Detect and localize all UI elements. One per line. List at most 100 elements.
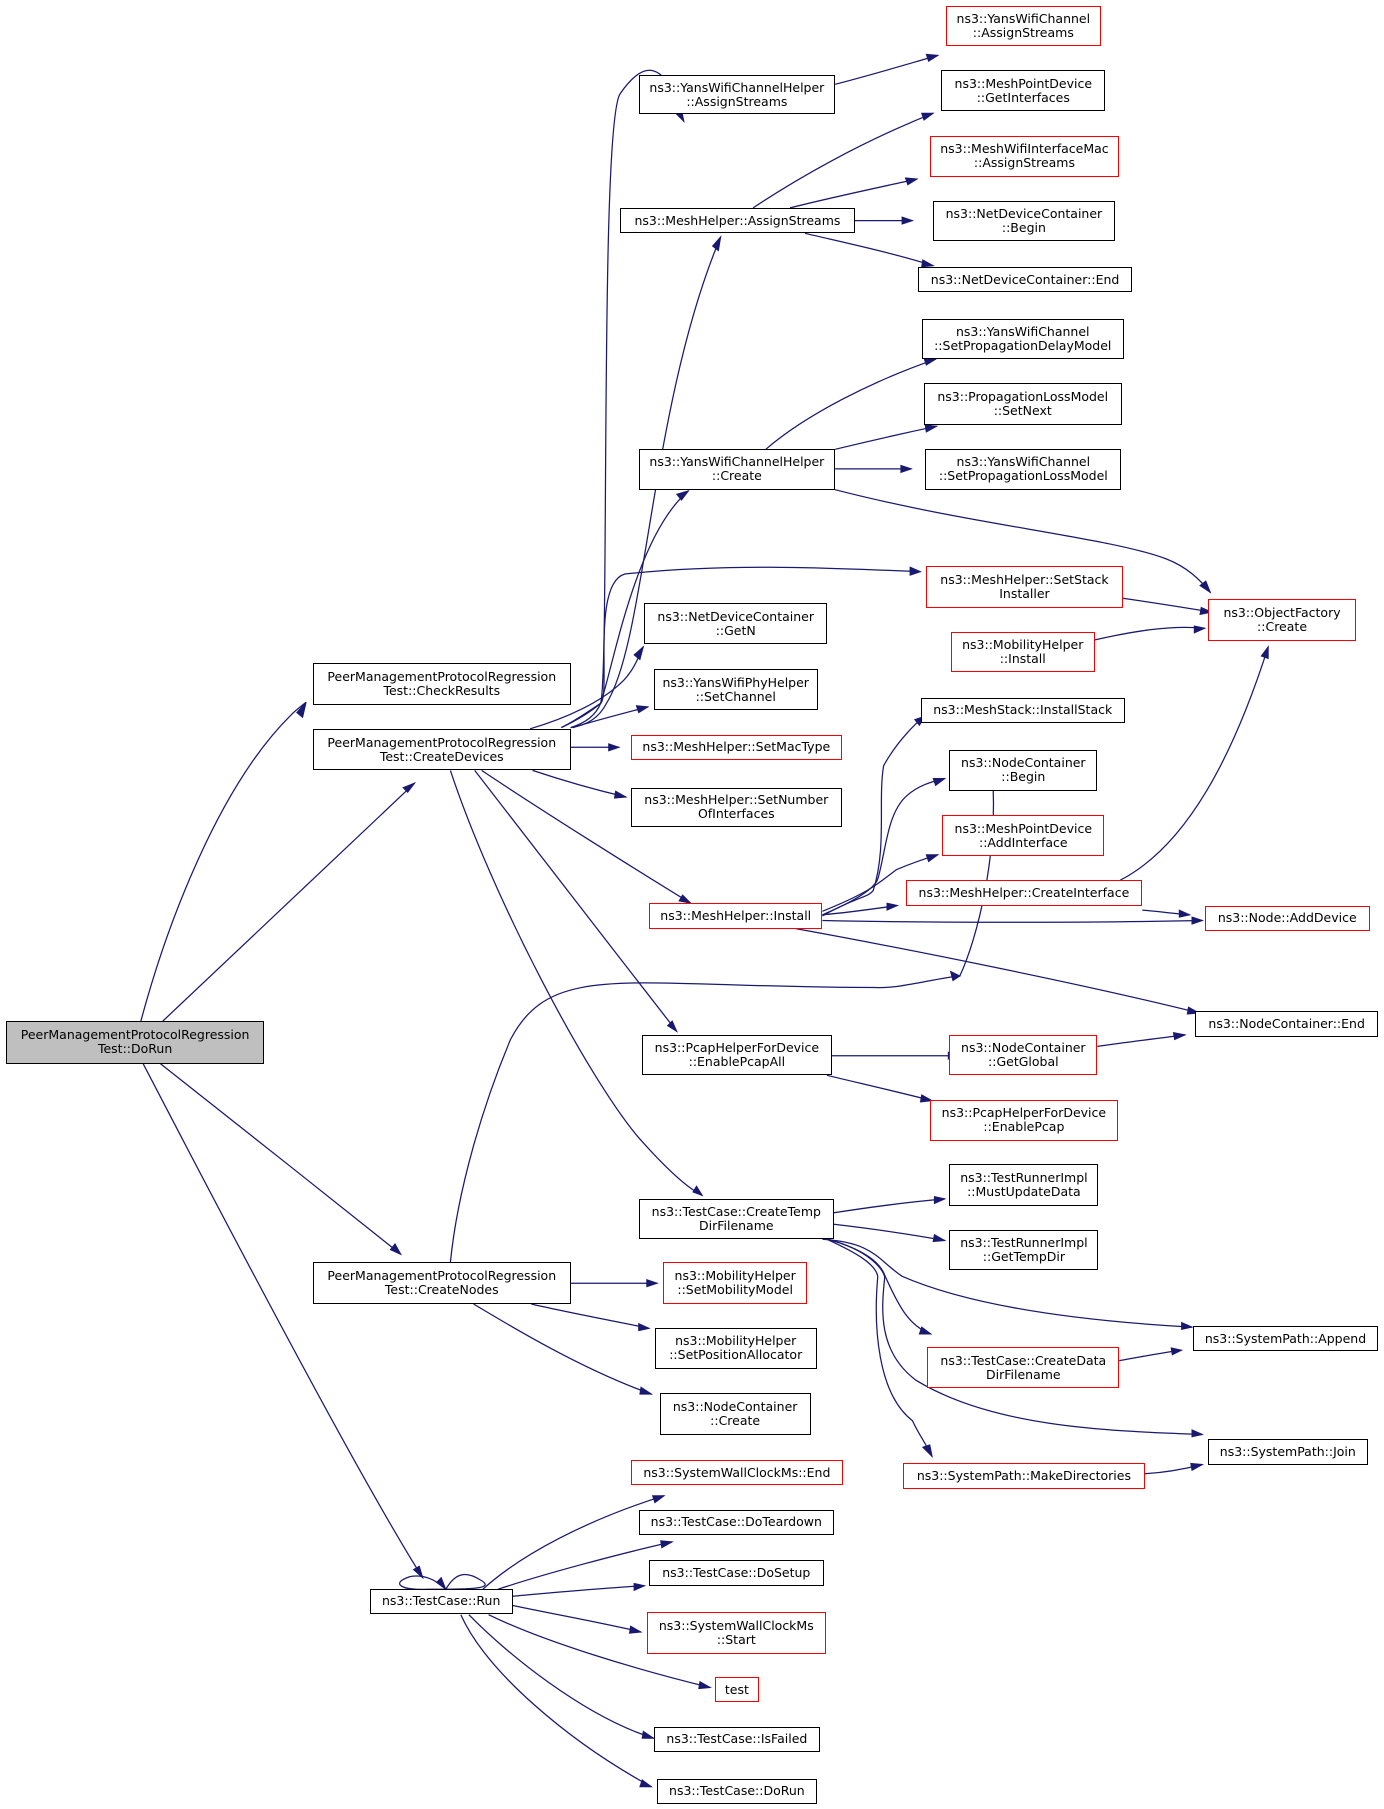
edge-arrowhead [435, 1576, 447, 1591]
node-node-adddevice[interactable]: ns3::Node::AddDevice [1204, 905, 1370, 931]
edge-arrowhead [1193, 625, 1207, 634]
node-mobilityhelper-setmobilitymodel[interactable]: ns3::MobilityHelper ::SetMobilityModel [662, 1262, 808, 1304]
node-peer-mgmt-test-createnodes[interactable]: PeerManagementProtocolRegression Test::C… [313, 1262, 571, 1304]
edge-arrowhead [1181, 1321, 1194, 1331]
node-nodecontainer-begin[interactable]: ns3::NodeContainer ::Begin [949, 749, 1098, 792]
node-systempath-append[interactable]: ns3::SystemPath::Append [1193, 1325, 1378, 1352]
edge-createNodes-to-setPosAlloc [531, 1303, 650, 1329]
edge-createTempDir-to-spAppend [822, 1238, 1193, 1328]
node-systempath-join[interactable]: ns3::SystemPath::Join [1208, 1439, 1368, 1465]
node-testcase-doteardown[interactable]: ns3::TestCase::DoTeardown [638, 1509, 834, 1535]
edge-arrowhead [1260, 645, 1269, 660]
edge-meshHelperAssign-to-mwimAssign [789, 178, 918, 209]
node-objectfactory-create[interactable]: ns3::ObjectFactory ::Create [1208, 599, 1356, 642]
edge-meshInstall-to-ncBegin [822, 777, 945, 916]
node-peer-mgmt-test-createdevices[interactable]: PeerManagementProtocolRegression Test::C… [313, 728, 571, 771]
node-systemwallclockms-start[interactable]: ns3::SystemWallClockMs ::Start [646, 1612, 826, 1654]
node-testcase-dosetup[interactable]: ns3::TestCase::DoSetup [649, 1560, 824, 1586]
node-yans-channel-assignstreams[interactable]: ns3::YansWifiChannel ::AssignStreams [945, 5, 1101, 47]
node-testcase-dorun[interactable]: ns3::TestCase::DoRun [657, 1778, 817, 1805]
edge-meshInstall-to-nodeAddDevice [822, 919, 1203, 923]
node-yans-phy-helper-setchannel[interactable]: ns3::YansWifiPhyHelper ::SetChannel [653, 668, 818, 711]
node-testcase-createtempdirfilename[interactable]: ns3::TestCase::CreateTemp DirFilename [638, 1198, 834, 1240]
edge-arrowhead [296, 701, 307, 719]
node-meshpointdevice-addinterface[interactable]: ns3::MeshPointDevice ::AddInterface [942, 815, 1105, 856]
edge-createDevices-to-meshHelperAssign [570, 236, 722, 729]
node-nodecontainer-getglobal[interactable]: ns3::NodeContainer ::GetGlobal [949, 1034, 1098, 1076]
edge-arrowhead [904, 177, 919, 186]
edge-arrowhead [1199, 580, 1212, 594]
node-mobilityhelper-install[interactable]: ns3::MobilityHelper ::Install [950, 631, 1095, 673]
edge-arrowhead [633, 1582, 647, 1592]
edge-arrowhead [641, 1730, 656, 1739]
node-test[interactable]: test [714, 1677, 759, 1703]
node-meshpointdevice-getinterfaces[interactable]: ns3::MeshPointDevice ::GetInterfaces [941, 70, 1106, 111]
edge-arrowhead [711, 235, 722, 252]
edge-yansChHelperCreate-to-plmSetNext [834, 425, 937, 450]
edge-meshInstall-to-ncEnd [795, 927, 1200, 1014]
edge-yansChHelperCreate-to-objFactCreate [834, 489, 1211, 593]
edge-createDevices-to-yansPhySetChannel [572, 706, 649, 729]
node-testrunnerimpl-gettempdir[interactable]: ns3::TestRunnerImpl ::GetTempDir [949, 1230, 1099, 1271]
node-systemwallclockms-end[interactable]: ns3::SystemWallClockMs::End [630, 1459, 844, 1486]
node-yans-channel-setpropagationlossmodel[interactable]: ns3::YansWifiChannel ::SetPropagationLos… [925, 449, 1122, 490]
edge-arrowhead [932, 778, 947, 787]
edge-arrowhead [635, 705, 650, 714]
node-meshhelper-createinterface[interactable]: ns3::MeshHelper::CreateInterface [905, 880, 1143, 906]
edge-arrowhead [639, 1779, 653, 1788]
node-meshhelper-setmactype[interactable]: ns3::MeshHelper::SetMacType [630, 734, 842, 760]
node-pcaphelper-enablepcapall[interactable]: ns3::PcapHelperForDevice ::EnablePcapAll [642, 1034, 832, 1076]
edge-createDevices-to-createTempDir [449, 770, 703, 1196]
node-testcase-isfailed[interactable]: ns3::TestCase::IsFailed [653, 1726, 821, 1753]
edge-arrowhead [638, 1322, 651, 1332]
edge-arrowhead [628, 1625, 643, 1634]
node-testrunnerimpl-mustupdatedata[interactable]: ns3::TestRunnerImpl ::MustUpdateData [949, 1164, 1099, 1206]
node-testcase-run[interactable]: ns3::TestCase::Run [369, 1589, 513, 1614]
node-propagationlossmodel-setnext[interactable]: ns3::PropagationLossModel ::SetNext [924, 383, 1122, 426]
edge-arrowhead [1178, 909, 1192, 918]
node-meshhelper-assignstreams[interactable]: ns3::MeshHelper::AssignStreams [620, 207, 855, 234]
node-meshhelper-install[interactable]: ns3::MeshHelper::Install [649, 903, 823, 929]
node-netdevicecontainer-begin[interactable]: ns3::NetDeviceContainer ::Begin [933, 200, 1115, 242]
node-netdevicecontainer-getn[interactable]: ns3::NetDeviceContainer ::GetN [644, 602, 827, 645]
node-mobilityhelper-setpositionallocator[interactable]: ns3::MobilityHelper ::SetPositionAllocat… [654, 1328, 817, 1369]
node-pcaphelper-enablepcap[interactable]: ns3::PcapHelperForDevice ::EnablePcap [929, 1099, 1119, 1142]
node-peer-mgmt-test-checkresults[interactable]: PeerManagementProtocolRegression Test::C… [313, 662, 571, 705]
edge-arrowhead [918, 1326, 933, 1335]
edge-arrowhead [698, 1680, 712, 1690]
node-testcase-createdatadirfilename[interactable]: ns3::TestCase::CreateData DirFilename [927, 1346, 1120, 1389]
node-meshstack-installstack[interactable]: ns3::MeshStack::InstallStack [920, 697, 1125, 724]
node-yans-channel-helper-create[interactable]: ns3::YansWifiChannelHelper ::Create [638, 449, 836, 490]
node-yans-channel-setpropagationdelaymodel[interactable]: ns3::YansWifiChannel ::SetPropagationDel… [921, 318, 1124, 360]
edge-arrowhead [900, 464, 913, 474]
edge-createDevices-to-setStackInst [561, 566, 921, 729]
edge-arrowhead [925, 854, 940, 863]
node-meshwifiinterfacemac-assignstreams[interactable]: ns3::MeshWifiInterfaceMac ::AssignStream… [929, 136, 1120, 177]
edge-meshHelperAssign-to-ndcEnd [804, 232, 934, 267]
edge-arrowhead [925, 53, 940, 62]
edge-meshInstall-to-installStack [822, 715, 926, 917]
edge-createTempDir-to-trGetTempDir [833, 1223, 945, 1242]
edge-arrowhead [389, 1243, 402, 1256]
edge-arrowhead [933, 1195, 947, 1205]
node-meshhelper-setnumberofinterfaces[interactable]: ns3::MeshHelper::SetNumber OfInterfaces [630, 787, 842, 827]
node-netdevicecontainer-end[interactable]: ns3::NetDeviceContainer::End [918, 266, 1132, 293]
node-systempath-makedirectories[interactable]: ns3::SystemPath::MakeDirectories [903, 1463, 1145, 1489]
edge-createDevices-to-meshInstall [481, 769, 692, 904]
node-nodecontainer-end[interactable]: ns3::NodeContainer::End [1195, 1010, 1378, 1038]
node-meshhelper-setstackinstaller[interactable]: ns3::MeshHelper::SetStack Installer [926, 565, 1123, 608]
edge-run-to-swcStart [512, 1604, 642, 1633]
edge-arrowhead [402, 781, 417, 794]
node-yans-channel-helper-assignstreams[interactable]: ns3::YansWifiChannelHelper ::AssignStrea… [638, 75, 836, 115]
edge-createDevices-to-setNumIf [532, 769, 627, 798]
edge-createDevices-to-yansChHelperAssign [570, 69, 685, 729]
edge-arrowhead [675, 489, 690, 501]
edge-arrowhead [921, 259, 935, 268]
edge-arrowhead [886, 902, 899, 911]
edge-arrowhead [646, 1279, 659, 1288]
node-nodecontainer-create[interactable]: ns3::NodeContainer ::Create [659, 1392, 811, 1435]
edge-arrowhead [412, 1565, 424, 1580]
edge-arrowhead [1191, 1429, 1204, 1438]
edge-arrowhead [1190, 1462, 1205, 1472]
